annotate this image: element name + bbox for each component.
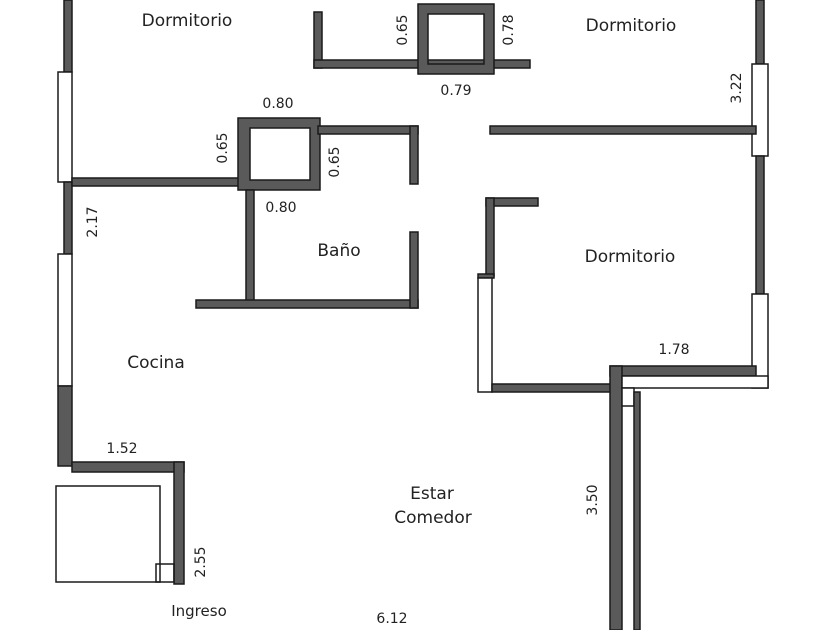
left-exterior-wall [57, 0, 73, 467]
entry-cabinet [155, 563, 175, 583]
dim-entry-wall: 2.55 [193, 546, 209, 577]
dim-living-depth: 3.50 [585, 484, 601, 515]
middle-shaft [71, 117, 419, 191]
dim-shaft-mid-top: 0.80 [262, 96, 293, 112]
dim-shaft-top-right: 0.78 [501, 14, 517, 45]
room-label-dormitorio-1: Dormitorio [142, 11, 233, 31]
room-label-ingreso: Ingreso [171, 602, 227, 620]
bedroom-divider-wall [489, 125, 757, 135]
entry-wall [55, 461, 185, 585]
bedroom-3-walls [477, 197, 613, 393]
room-label-dormitorio-3: Dormitorio [585, 247, 676, 267]
room-label-comedor: Comedor [394, 508, 471, 528]
room-label-bano: Baño [317, 241, 360, 261]
room-label-estar: Estar [410, 484, 454, 504]
dim-shaft-top-left: 0.65 [395, 14, 411, 45]
dim-shaft-mid-left: 0.65 [215, 132, 231, 163]
dim-bed2-height: 3.22 [729, 72, 745, 103]
dim-shaft-mid-right: 0.65 [327, 146, 343, 177]
dim-bed3-width: 1.78 [658, 342, 689, 358]
dim-shaft-mid-bottom: 0.80 [265, 200, 296, 216]
dim-kitchen-wall: 2.17 [85, 206, 101, 237]
right-exterior-wall [751, 0, 769, 389]
living-right-wall [609, 365, 769, 630]
room-label-cocina: Cocina [127, 353, 185, 373]
dim-shaft-top-bottom: 0.79 [440, 83, 471, 99]
dim-kitchen-width: 1.52 [106, 441, 137, 457]
bathroom-walls [195, 189, 419, 309]
room-label-dormitorio-2: Dormitorio [586, 16, 677, 36]
top-shaft [313, 3, 531, 75]
dim-living-width: 6.12 [376, 611, 407, 627]
